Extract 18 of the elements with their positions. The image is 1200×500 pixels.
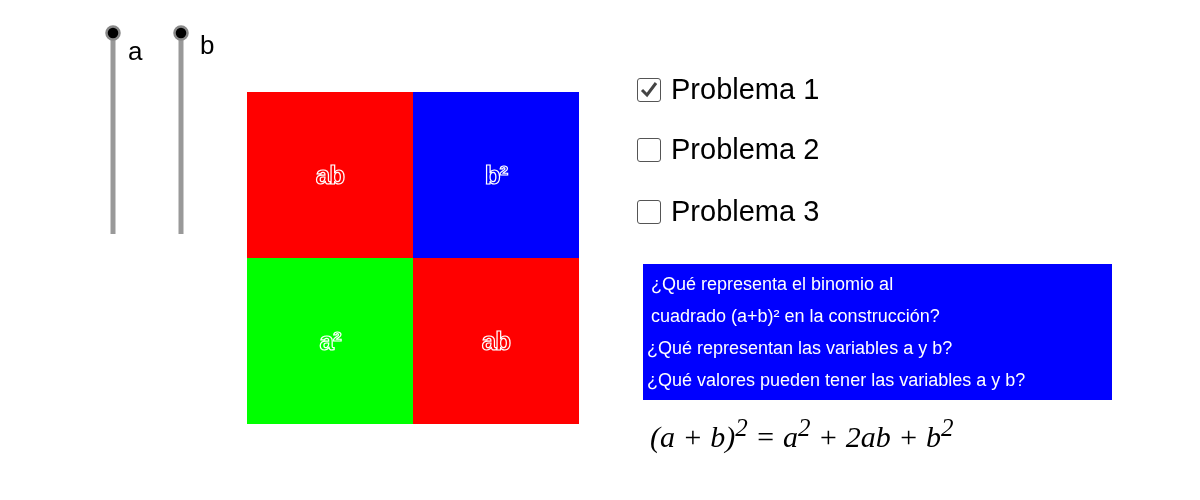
question-text: ¿Qué representan las variables a y b? [647, 337, 954, 360]
slider-label: b [200, 30, 215, 61]
area-label: b² [484, 159, 508, 191]
question-panel [643, 264, 1112, 400]
area-square [247, 92, 413, 258]
question-text: ¿Qué valores pueden tener las variables a y b? [647, 369, 1027, 392]
area-label: ab [481, 325, 511, 357]
question-text: ¿Qué representa el binomio al cuadrado (a+b)² en la construcción? [650, 273, 941, 328]
area-square [413, 258, 579, 424]
checkbox-label: Problema 2 [671, 133, 820, 166]
area-label: ab [315, 159, 345, 191]
area-label: a² [319, 325, 341, 357]
checkbox-label: Problema 1 [671, 73, 820, 106]
area-square [247, 258, 413, 424]
formula: (a + b)$^{2}$ = a$^{2}$ + 2ab + b$^{2}$ [650, 414, 954, 454]
slider-label: a [128, 36, 143, 67]
checkbox-label: Problema 3 [671, 195, 820, 228]
area-square [413, 92, 579, 258]
